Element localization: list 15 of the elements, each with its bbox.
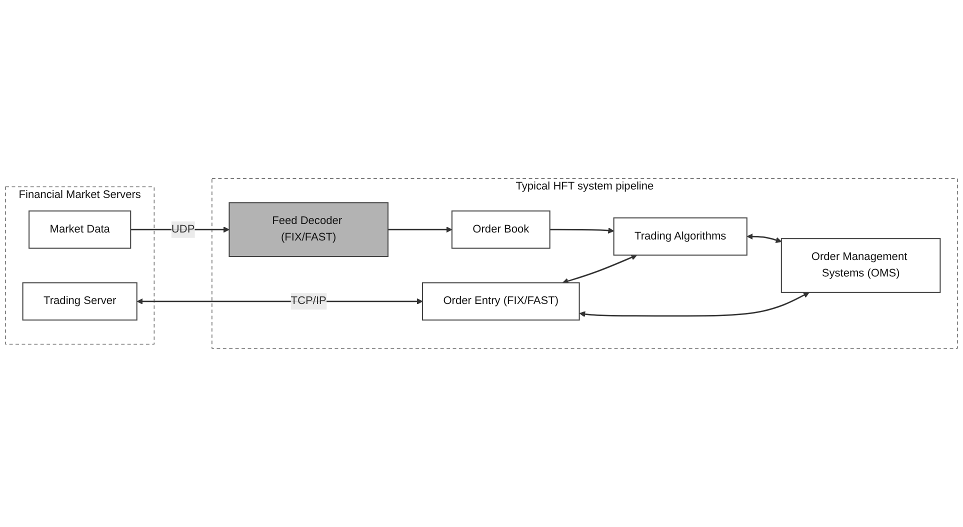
node-box: Feed Decoder (FIX/FAST) <box>228 202 388 258</box>
node-box: Order Management Systems (OMS) <box>780 238 941 293</box>
edge-label: TCP/IP <box>290 295 326 307</box>
node-box: Trading Server <box>22 282 138 321</box>
arrow <box>562 254 638 284</box>
arrow <box>388 226 452 233</box>
node-box: Market Data <box>28 210 132 249</box>
node-box: Order Entry (FIX/FAST) <box>422 282 580 321</box>
arrow <box>550 228 614 234</box>
node-box: Order Book <box>451 210 550 249</box>
node-box: Trading Algorithms <box>613 217 748 256</box>
arrow <box>130 226 230 233</box>
edge-label: UDP <box>171 223 195 236</box>
arrow <box>746 234 782 244</box>
arrow <box>579 292 810 318</box>
